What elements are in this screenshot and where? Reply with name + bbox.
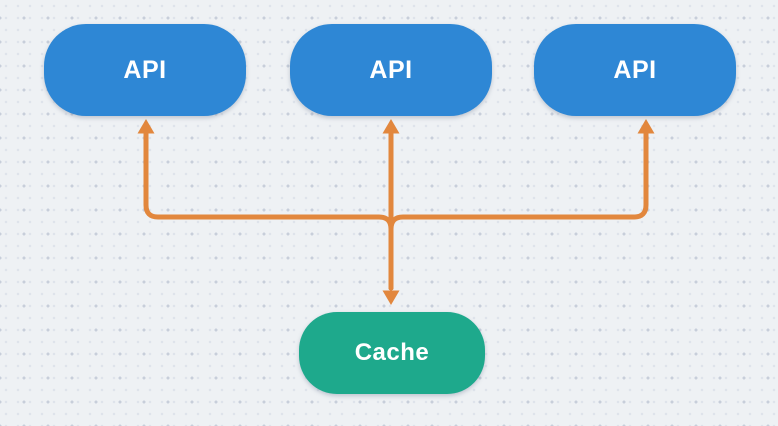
- connector-arrowheads: [137, 119, 655, 305]
- arrowhead-up-api2-icon: [382, 119, 400, 134]
- connector-lines: [143, 128, 649, 291]
- connector-api3-cache[interactable]: [388, 128, 649, 291]
- arrowhead-up-api3-icon: [637, 119, 655, 134]
- node-api-2-label: API: [369, 55, 413, 84]
- node-api-3[interactable]: API: [534, 24, 736, 116]
- arrowhead-down-cache-icon: [382, 290, 400, 305]
- node-cache-label: Cache: [354, 339, 430, 366]
- node-api-2[interactable]: API: [290, 24, 492, 116]
- arrowhead-up-api1-icon: [137, 119, 155, 134]
- connector-api1-cache[interactable]: [143, 128, 394, 291]
- node-api-3-label: API: [613, 55, 657, 84]
- node-api-1-label: API: [123, 55, 167, 84]
- node-api-1[interactable]: API: [44, 24, 246, 116]
- node-cache[interactable]: Cache: [299, 312, 485, 394]
